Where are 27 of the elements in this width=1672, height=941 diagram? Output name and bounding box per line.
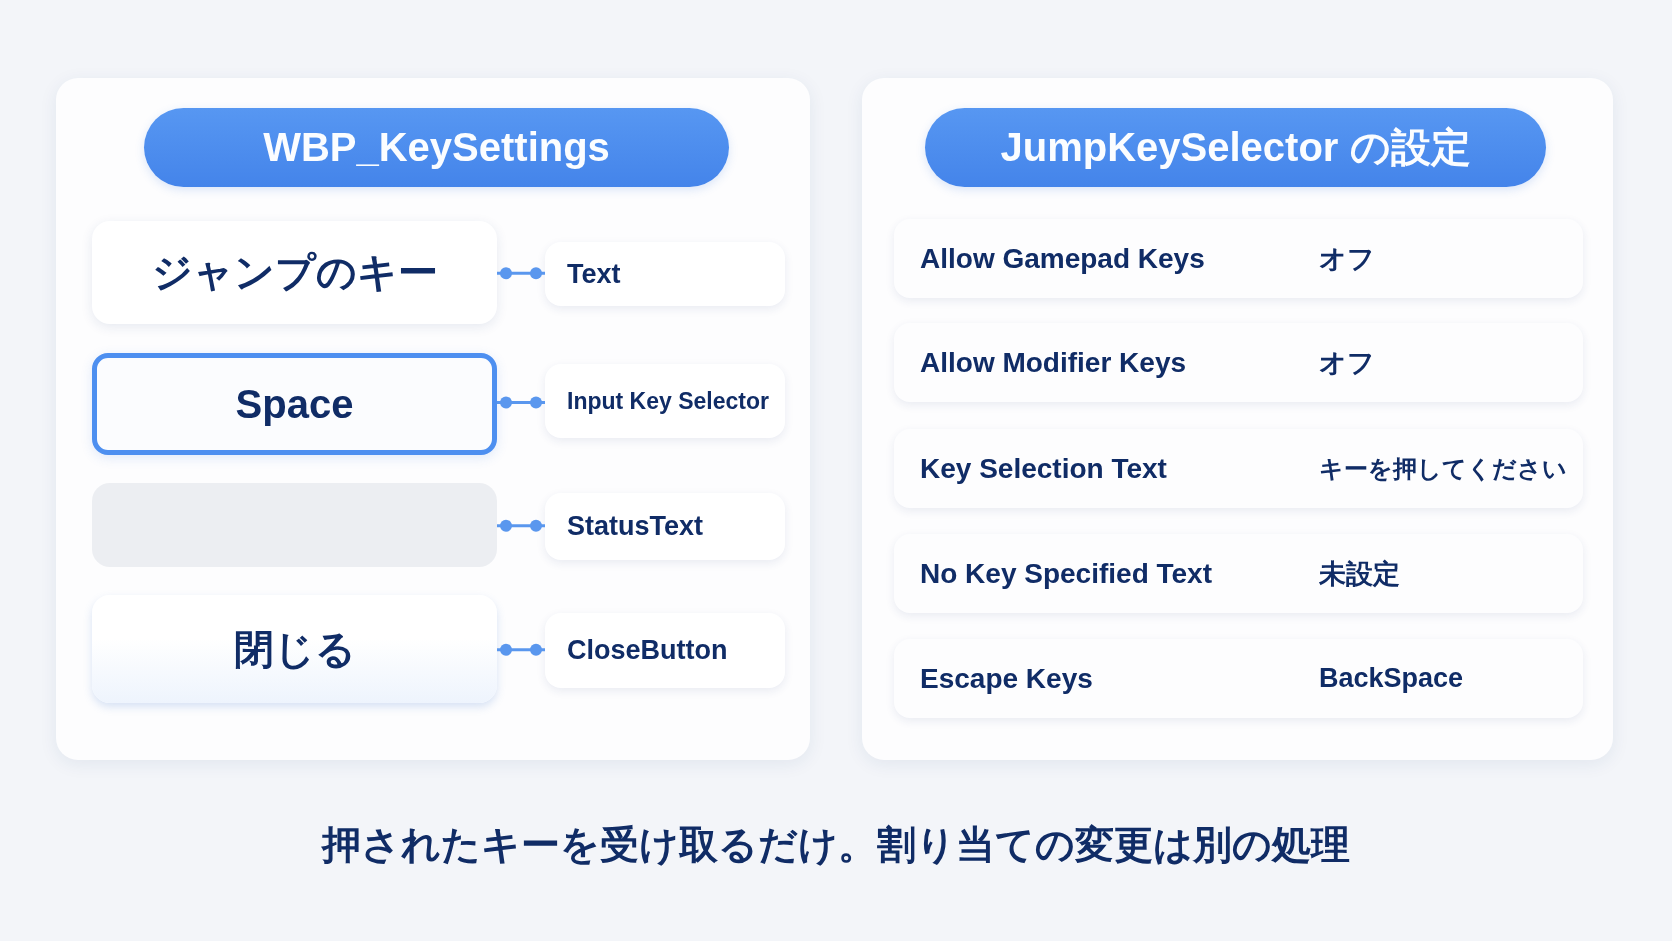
setting-value: オフ xyxy=(1319,242,1375,276)
empty-field xyxy=(92,483,497,567)
connector-line xyxy=(497,643,545,656)
setting-name: Allow Modifier Keys xyxy=(920,345,1187,380)
widget-name-tag: Input Key Selector xyxy=(545,364,785,438)
close-button: 閉じる xyxy=(92,595,497,703)
setting-name: Allow Gamepad Keys xyxy=(920,241,1205,276)
setting-name: Escape Keys xyxy=(920,661,1093,696)
widget-name-tag: StatusText xyxy=(545,493,785,560)
settings-panel xyxy=(862,78,1613,760)
setting-value: キーを押してください xyxy=(1319,453,1567,484)
key-input-field: Space xyxy=(92,353,497,455)
settings-panel xyxy=(56,78,810,760)
setting-value: 未設定 xyxy=(1319,557,1400,591)
caption: 押されたキーを受け取るだけ。割り当ての変更は別の処理 xyxy=(322,822,1350,868)
setting-value: オフ xyxy=(1319,346,1375,380)
panel-title: JumpKeySelector の設定 xyxy=(925,108,1546,187)
connector-line xyxy=(497,396,545,409)
connector-line xyxy=(497,519,545,532)
setting-name: No Key Specified Text xyxy=(920,556,1212,591)
widget-name-tag: Text xyxy=(545,242,785,306)
widget-name-tag: CloseButton xyxy=(545,613,785,688)
setting-name: Key Selection Text xyxy=(920,451,1167,486)
text-label-card: ジャンプのキー xyxy=(92,221,497,324)
connector-line xyxy=(497,267,545,280)
panel-title: WBP_KeySettings xyxy=(144,108,729,187)
setting-value: BackSpace xyxy=(1319,662,1464,695)
